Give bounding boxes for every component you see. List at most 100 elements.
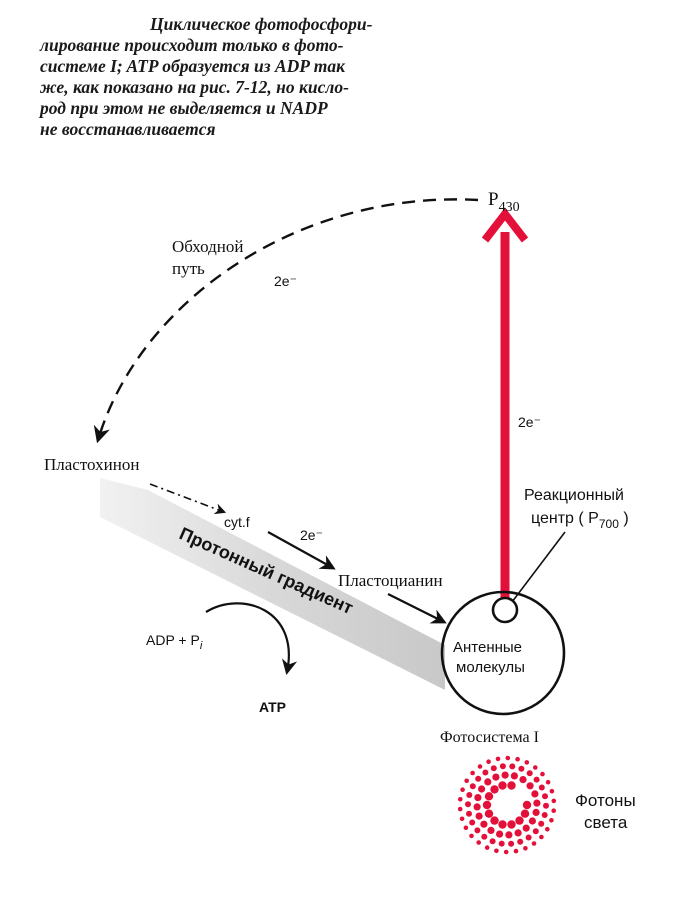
photon-dot xyxy=(482,769,489,776)
photon-dot xyxy=(477,764,483,769)
photon-dot xyxy=(543,802,549,809)
proton-gradient-band xyxy=(100,478,445,690)
photon-dot xyxy=(475,775,482,782)
photon-dot xyxy=(469,783,476,790)
photon-dot xyxy=(518,765,525,772)
antenna-label-line1: Антенные xyxy=(453,639,522,656)
electrons-cytf-label: 2e⁻ xyxy=(300,527,323,543)
photon-dot xyxy=(463,825,469,831)
photon-dot xyxy=(498,820,507,829)
cytf-to-plastocyanin-arrow xyxy=(267,531,336,570)
photosystem-circle xyxy=(440,590,566,716)
photon-dot xyxy=(458,797,463,802)
photon-dot xyxy=(474,794,482,802)
photosystem-label: Фотосистема I xyxy=(440,729,539,746)
photon-dot xyxy=(503,849,509,855)
photon-dot xyxy=(533,765,538,770)
photon-dot xyxy=(513,848,519,854)
photon-dot xyxy=(539,834,544,840)
photon-dot xyxy=(457,806,463,812)
photon-dot xyxy=(522,800,532,810)
photon-dot xyxy=(532,828,539,835)
photon-dot xyxy=(514,829,522,837)
photon-dot xyxy=(522,824,530,832)
photon-dot xyxy=(505,831,513,839)
photon-dot xyxy=(481,833,488,840)
adp-label: ADP + Pi xyxy=(146,632,203,652)
photon-dot xyxy=(484,778,492,786)
photon-dot xyxy=(465,801,471,808)
caption-line-5: род при этом не выделяется и NADP xyxy=(40,98,328,118)
plastocyanin-label: Пластоцианин xyxy=(338,571,443,590)
photon-dot xyxy=(517,838,524,845)
electrons-bypass-label: 2e⁻ xyxy=(274,273,297,289)
photon-dot xyxy=(507,820,516,829)
photon-dot xyxy=(474,827,481,834)
photon-dot xyxy=(484,792,494,801)
photon-dot xyxy=(460,787,465,792)
photon-dot xyxy=(549,818,554,823)
photon-dot xyxy=(515,756,520,762)
photon-dot xyxy=(484,809,494,818)
photon-dot xyxy=(486,759,491,764)
cytf-label: cyt.f xyxy=(224,514,250,530)
photon-dot xyxy=(490,785,499,794)
photon-dot xyxy=(466,810,472,817)
photon-dot xyxy=(525,834,532,841)
caption: Циклическое фотофосфори- лирование проис… xyxy=(40,14,460,140)
bypass-arc-arrow xyxy=(93,198,479,444)
photon-dot xyxy=(499,763,506,770)
photon-dot xyxy=(487,826,495,835)
photon-dot xyxy=(507,781,516,790)
photon-dot xyxy=(528,817,537,825)
bypass-label-line2: путь xyxy=(172,259,205,278)
photon-dot xyxy=(533,776,540,783)
photon-dot xyxy=(526,782,534,790)
proton-gradient-label: Протонный градиент xyxy=(176,523,356,618)
photon-dot xyxy=(501,771,509,779)
photon-dot xyxy=(531,841,537,846)
photon-dot xyxy=(484,845,490,850)
photon-dot xyxy=(459,816,465,822)
photon-dot xyxy=(551,798,557,804)
photon-dot xyxy=(498,781,507,790)
caption-line-3: системе I; ATP образуется из ADP так xyxy=(40,56,345,76)
caption-line-4: же, как показано на рис. 7-12, но кисло- xyxy=(40,77,349,97)
photon-dot xyxy=(470,770,475,776)
photon-dot xyxy=(496,830,504,838)
photon-dot xyxy=(508,840,515,847)
photon-dot xyxy=(533,799,541,807)
photon-dot xyxy=(466,792,473,798)
photon-dot xyxy=(510,772,518,780)
bypass-label-line1: Обходной xyxy=(172,237,244,256)
photon-dot xyxy=(524,760,530,765)
photon-dot xyxy=(476,840,482,845)
photon-dot xyxy=(494,848,499,854)
photon-dot xyxy=(523,846,528,851)
photon-dot xyxy=(480,820,488,828)
photon-dot xyxy=(540,771,545,777)
photon-dot xyxy=(541,812,548,818)
photons-label-line2: света xyxy=(584,813,628,832)
photon-dot xyxy=(498,840,505,847)
photon-dot xyxy=(542,793,548,800)
photon-dot xyxy=(545,826,550,832)
caption-line-2: лирование происходит только в фото- xyxy=(40,35,344,55)
photon-dot xyxy=(538,784,545,791)
antenna-label-line2: молекулы xyxy=(456,659,525,676)
caption-line-1: Циклическое фотофосфори- xyxy=(150,14,373,34)
photon-dot xyxy=(475,812,483,820)
reaction-center-circle xyxy=(491,596,519,624)
photon-dot xyxy=(532,808,540,817)
photon-dot xyxy=(478,785,486,793)
photon-dot xyxy=(515,816,524,825)
photon-dot xyxy=(505,755,511,761)
photons-label-line1: Фотоны xyxy=(575,791,636,810)
adp-to-atp-arrow xyxy=(205,602,298,676)
reaction-center-pointer xyxy=(511,531,566,603)
photon-dot xyxy=(490,816,499,825)
photon-dot xyxy=(519,776,527,784)
photon-dot xyxy=(469,819,476,826)
photon-dot xyxy=(490,765,497,772)
